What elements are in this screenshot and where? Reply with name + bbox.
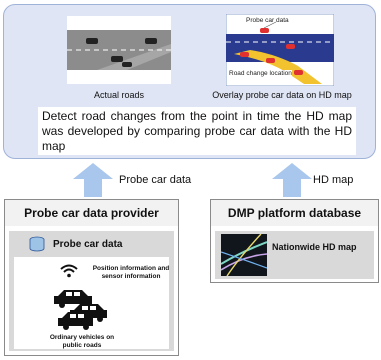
database-icon [29,236,45,252]
actual-roads-illustration [67,16,171,84]
hd-map-label: Nationwide HD map [272,242,357,252]
wifi-text: Position information and sensor informat… [92,265,170,280]
hd-map-thumbnail [221,234,267,276]
probe-car-data-label: Probe car data [246,17,289,24]
cars-icon [54,290,107,330]
hd-map-arrow-label: HD map [313,174,354,186]
up-arrow-icon [272,163,312,197]
actual-roads-caption: Actual roads [93,90,145,100]
provider-title: Probe car data provider [5,200,178,226]
description-text: Detect road changes from the point in ti… [38,107,356,155]
probe-car-data-item-label: Probe car data [53,239,123,250]
probe-car-data-arrow-label: Probe car data [119,174,192,186]
wifi-icon [60,264,78,278]
probe-car-markers [240,28,303,75]
overlay-caption: Overlay probe car data on HD map [212,90,352,100]
cars-text: Ordinary vehicles on public roads [49,334,115,349]
dmp-title: DMP platform database [211,200,378,226]
car-icon [86,38,157,67]
road-change-label: Road change location [229,70,292,77]
up-arrow-icon [73,163,113,197]
